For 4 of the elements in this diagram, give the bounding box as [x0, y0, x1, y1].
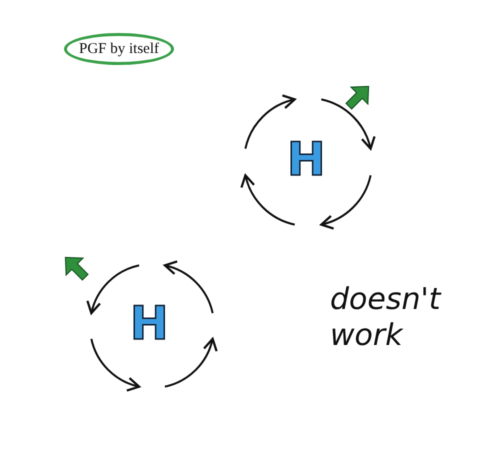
oval-label: PGF by itself: [64, 33, 174, 65]
high-pressure-letter: H: [130, 296, 168, 350]
handwritten-note: doesn't work: [330, 282, 440, 354]
high-pressure-letter: H: [287, 132, 326, 186]
